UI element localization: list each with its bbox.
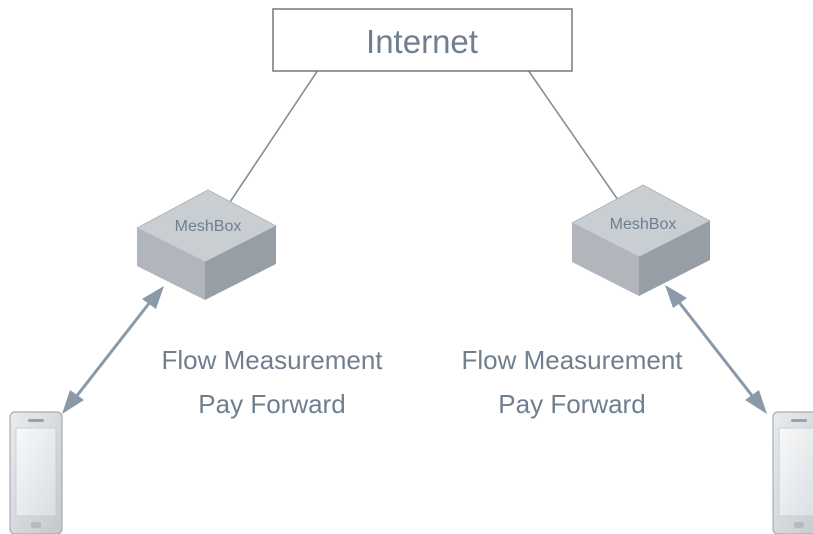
left-caption-line2: Pay Forward: [198, 389, 345, 419]
meshbox-left-side-right: [205, 226, 276, 300]
right-caption-line1: Flow Measurement: [461, 345, 683, 375]
meshbox-right: MeshBox: [571, 184, 711, 296]
arrow-right-head-bottom: [745, 390, 767, 414]
meshbox-right-side-left: [572, 223, 639, 296]
meshbox-right-side-right: [639, 221, 710, 296]
arrow-left-head-top: [142, 286, 164, 309]
internet-label: Internet: [366, 23, 478, 60]
meshbox-left-label: MeshBox: [175, 218, 242, 235]
arrow-left-head-bottom: [62, 390, 84, 414]
left-caption-line1: Flow Measurement: [161, 345, 383, 375]
right-caption-line2: Pay Forward: [498, 389, 645, 419]
meshbox-left-side-left: [137, 228, 205, 300]
uplink-line-left: [227, 69, 319, 206]
phone-left-icon: [9, 411, 63, 534]
internet-node: Internet: [272, 8, 573, 72]
phone-right-icon: [772, 411, 813, 534]
arrow-left: [62, 286, 164, 414]
meshbox-left: MeshBox: [136, 189, 277, 300]
arrow-right-head-top: [665, 285, 687, 308]
arrow-right: [665, 285, 767, 414]
meshbox-right-label: MeshBox: [610, 216, 677, 233]
uplink-line-right: [527, 69, 619, 201]
internet-box: [272, 8, 573, 72]
